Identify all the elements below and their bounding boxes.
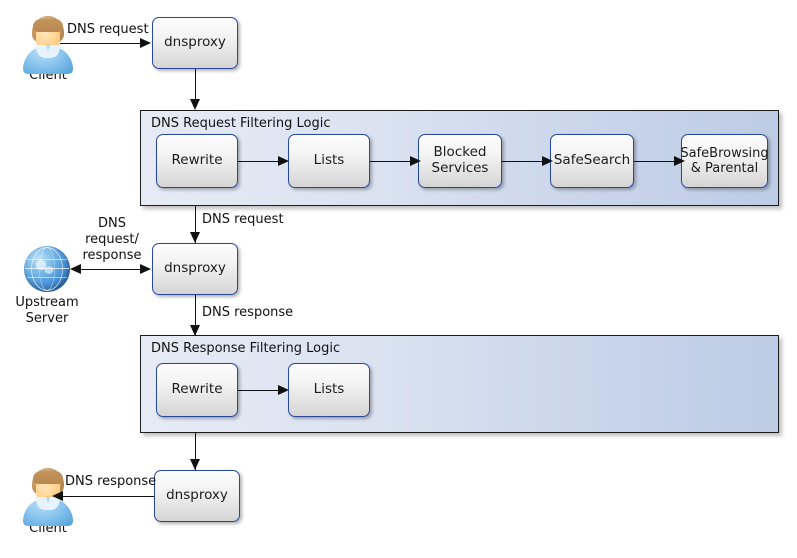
- actor-fringe: [33, 471, 63, 484]
- node-request-rewrite[interactable]: Rewrite: [156, 134, 238, 188]
- node-dnsproxy-bottom[interactable]: dnsproxy: [154, 470, 240, 522]
- label-upstream-server-line2: Server: [25, 310, 69, 326]
- edge-label-dns-request-top: DNS request: [67, 22, 149, 37]
- node-blocked-services-line2: Services: [431, 160, 489, 176]
- node-safebrowsing-parental[interactable]: SafeBrowsing& Parental: [680, 134, 769, 188]
- edge-dnsproxy-to-client: [62, 496, 154, 497]
- node-response-lists[interactable]: Lists: [288, 363, 370, 417]
- arrowhead-lists-to-blocked-services: [410, 155, 421, 166]
- arrowhead-blocked-to-safesearch: [542, 155, 553, 166]
- title-dns-request-filtering: DNS Request Filtering Logic: [151, 116, 331, 131]
- node-request-lists[interactable]: Lists: [288, 134, 370, 188]
- globe-parallel-north: [27, 259, 67, 261]
- edge-client-to-dnsproxy: [60, 43, 142, 44]
- node-dnsproxy-top[interactable]: dnsproxy: [152, 17, 238, 69]
- node-response-rewrite[interactable]: Rewrite: [156, 363, 238, 417]
- edge-safesearch-to-safebrowsing: [634, 161, 676, 162]
- edge-request-filter-to-dnsproxy: [195, 206, 196, 243]
- container-dns-response-filtering: DNS Response Filtering Logic: [140, 335, 779, 433]
- edge-label-upstream-line2: request/: [85, 231, 139, 247]
- arrowhead-rewrite-to-lists-response: [278, 384, 289, 395]
- user-icon-client-bottom: [22, 468, 74, 526]
- node-dnsproxy-bottom-label: dnsproxy: [166, 487, 228, 504]
- arrowhead-client-to-dnsproxy: [140, 37, 151, 48]
- arrowhead-to-upstream: [70, 263, 81, 274]
- edge-label-dns-request-middle: DNS request: [202, 212, 284, 227]
- edge-label-dns-response-middle: DNS response: [202, 305, 294, 320]
- user-icon-client-top: [22, 16, 74, 74]
- edge-label-upstream-line3: response: [82, 247, 142, 263]
- node-safesearch[interactable]: SafeSearch: [550, 134, 634, 188]
- node-response-lists-label: Lists: [313, 381, 345, 398]
- edge-rewrite-to-lists-request: [238, 161, 280, 162]
- actor-fringe: [33, 19, 63, 32]
- arrowhead-rewrite-to-lists-request: [278, 155, 289, 166]
- edge-response-filter-to-dnsproxy: [195, 433, 196, 470]
- edge-label-upstream-exchange: DNS request/ response: [74, 216, 150, 264]
- node-safesearch-label: SafeSearch: [553, 152, 631, 169]
- edge-dnsproxy-to-request-filter: [195, 69, 196, 105]
- node-dnsproxy-top-label: dnsproxy: [164, 34, 226, 51]
- edge-upstream-exchange: [80, 269, 144, 270]
- node-safebrowsing-line2: & Parental: [690, 161, 759, 176]
- label-upstream-server: Upstream Server: [8, 295, 86, 327]
- title-dns-response-filtering: DNS Response Filtering Logic: [151, 341, 341, 356]
- node-dnsproxy-middle-label: dnsproxy: [164, 260, 226, 277]
- arrowhead-safesearch-to-safebrowsing: [674, 155, 685, 166]
- arrowhead-dnsproxy-to-client: [52, 490, 63, 501]
- edge-rewrite-to-lists-response: [238, 390, 280, 391]
- arrowhead-to-dnsproxy-middle: [140, 263, 151, 274]
- node-dnsproxy-middle[interactable]: dnsproxy: [152, 243, 238, 295]
- globe-equator: [25, 268, 69, 269]
- edge-label-dns-response-bottom: DNS response: [65, 474, 157, 489]
- node-request-lists-label: Lists: [313, 152, 345, 169]
- arrowhead-request-filter-to-dnsproxy: [189, 232, 200, 243]
- label-upstream-server-line1: Upstream: [15, 295, 79, 310]
- arrowhead-response-filter-to-dnsproxy: [189, 459, 200, 470]
- edge-label-upstream-line1: DNS: [98, 216, 126, 231]
- node-safebrowsing-parental-label: SafeBrowsing& Parental: [674, 146, 774, 177]
- edge-lists-to-blocked-services: [370, 161, 412, 162]
- globe-icon-upstream-server: [24, 246, 70, 292]
- edge-dnsproxy-to-response-filter: [195, 295, 196, 335]
- arrowhead-dnsproxy-to-request-filter: [189, 99, 200, 110]
- arrowhead-dnsproxy-to-response-filter: [189, 325, 200, 336]
- edge-blocked-to-safesearch: [502, 161, 544, 162]
- node-response-rewrite-label: Rewrite: [171, 381, 223, 398]
- node-safebrowsing-line1: SafeBrowsing: [680, 145, 769, 161]
- globe-parallel-south: [27, 276, 67, 278]
- globe-meridian-2: [31, 247, 63, 291]
- node-request-rewrite-label: Rewrite: [171, 152, 223, 169]
- node-blocked-services-line1: Blocked: [433, 144, 487, 161]
